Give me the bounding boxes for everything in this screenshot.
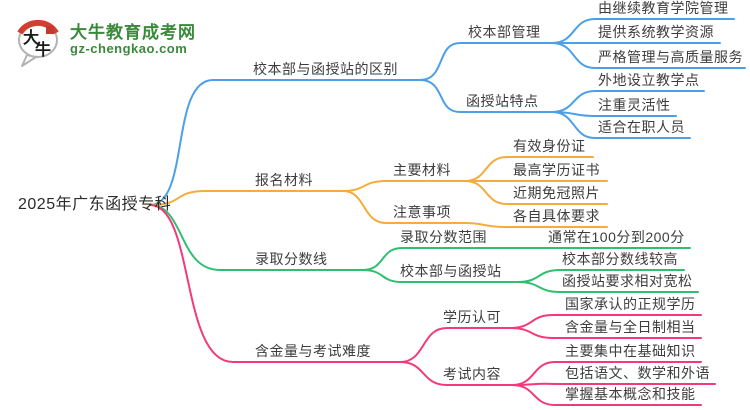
leaf-exam-subjects: 包括语文、数学和外语: [565, 365, 710, 381]
leaf-basic-skills: 掌握基本概念和技能: [565, 386, 696, 402]
branch-difference: 校本部与函授站的区别: [253, 61, 398, 77]
site-logo: 大 牛 大牛教育成考网 gz-chengkao.com: [12, 12, 196, 68]
logo-char-bottom: 牛: [35, 40, 51, 59]
sub-campus-management: 校本部管理: [468, 24, 541, 40]
sub-score-range: 录取分数范围: [400, 229, 487, 245]
sub-main-materials: 主要材料: [393, 162, 451, 178]
sub-recognition: 学历认可: [443, 309, 501, 325]
leaf-strict-management: 严格管理与高质量服务: [598, 49, 743, 65]
sub-campus-vs-station-score: 校本部与函授站: [400, 263, 502, 279]
branch-score-line: 录取分数线: [255, 251, 328, 267]
leaf-100-to-200: 通常在100分到200分: [548, 229, 685, 245]
leaf-working-adults: 适合在职人员: [598, 119, 685, 135]
branch-materials-lines: [149, 156, 608, 228]
leaf-specific-requirements: 各自具体要求: [513, 208, 600, 224]
leaf-station-relaxed: 函授站要求相对宽松: [562, 273, 693, 289]
logo-title: 大牛教育成考网: [70, 22, 196, 42]
leaf-flexibility: 注重灵活性: [598, 97, 671, 113]
leaf-campus-higher: 校本部分数线较高: [562, 251, 678, 267]
branch-difference-lines: [149, 18, 746, 206]
bull-logo-icon: 大 牛: [17, 19, 59, 67]
leaf-diploma: 最高学历证书: [513, 162, 600, 178]
sub-station-features: 函授站特点: [466, 93, 539, 109]
leaf-basic-knowledge: 主要集中在基础知识: [565, 343, 696, 359]
leaf-systematic-resources: 提供系统教学资源: [598, 24, 714, 40]
logo-domain: gz-chengkao.com: [70, 41, 188, 57]
branch-value-difficulty: 含金量与考试难度: [255, 343, 371, 359]
leaf-id-card: 有效身份证: [513, 138, 586, 154]
leaf-managed-by-college: 由继续教育学院管理: [598, 0, 729, 16]
branch-value-lines: [149, 204, 716, 406]
sub-notes: 注意事项: [393, 204, 451, 220]
leaf-equal-fulltime: 含金量与全日制相当: [565, 319, 696, 335]
sub-exam-content: 考试内容: [443, 366, 501, 382]
leaf-photo: 近期免冠照片: [513, 185, 600, 201]
branch-materials: 报名材料: [255, 172, 313, 188]
logo-seal: [46, 26, 54, 34]
leaf-state-recognized: 国家承认的正规学历: [565, 296, 696, 312]
logo-char-top: 大: [23, 28, 39, 47]
leaf-offsite-teaching: 外地设立教学点: [598, 72, 700, 88]
root-topic: 2025年广东函授专科: [18, 196, 172, 213]
